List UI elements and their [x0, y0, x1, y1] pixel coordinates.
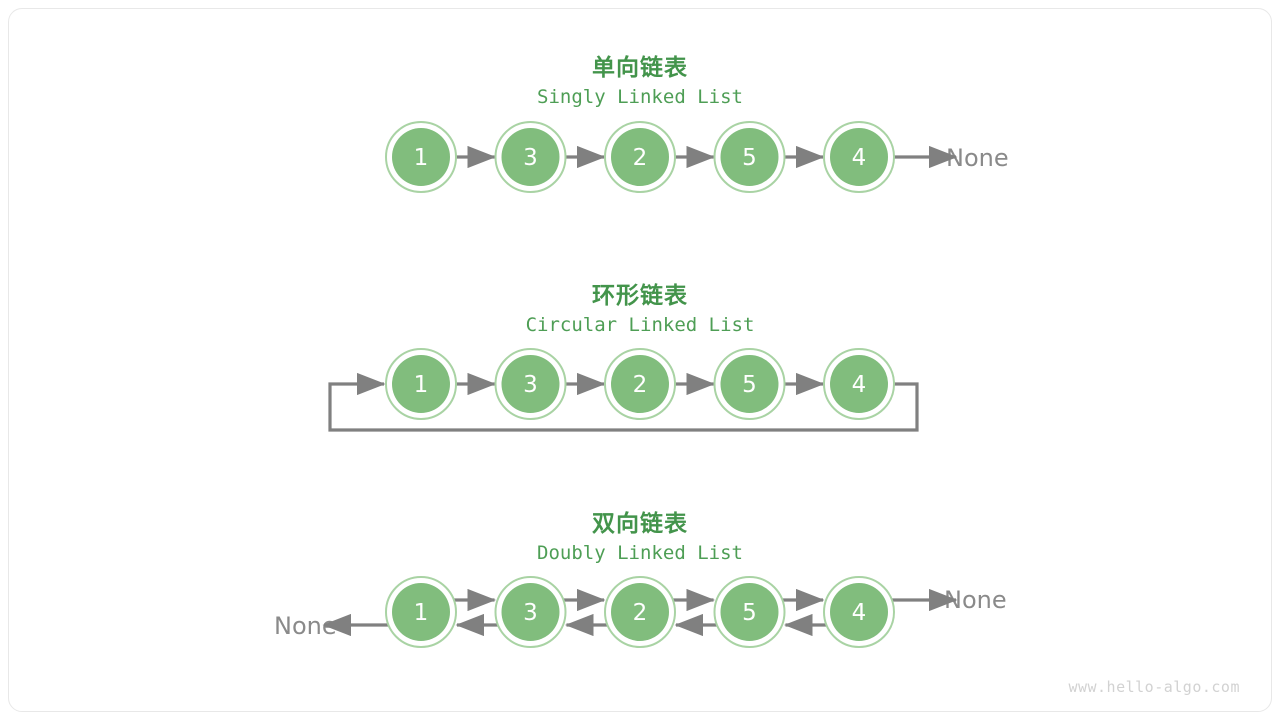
node-value: 3 — [523, 372, 538, 398]
doubly-node-3: 5 — [713, 576, 786, 648]
node-disc — [611, 355, 669, 413]
node-disc — [501, 128, 560, 186]
node-disc — [501, 355, 560, 413]
singly-node-3: 5 — [713, 121, 786, 193]
circular-node-1: 3 — [494, 348, 567, 420]
doubly-node-1: 3 — [494, 576, 567, 648]
singly-node-4: 4 — [823, 121, 895, 193]
node-disc — [830, 355, 888, 413]
node-value: 5 — [742, 372, 757, 398]
node-disc — [392, 355, 450, 413]
circular-title-en: Circular Linked List — [525, 314, 755, 336]
node-value: 4 — [852, 600, 867, 626]
node-value: 4 — [852, 372, 867, 398]
singly-title-en: Singly Linked List — [537, 86, 743, 108]
node-disc — [720, 583, 779, 641]
watermark: www.hello-algo.com — [1068, 678, 1240, 696]
node-disc — [392, 583, 450, 641]
node-value: 1 — [414, 145, 429, 171]
doubly-title-en: Doubly Linked List — [537, 542, 743, 564]
node-value: 1 — [414, 372, 429, 398]
circular-node-4: 4 — [823, 348, 895, 420]
doubly-node-4: 4 — [823, 576, 895, 648]
doubly-title-cn: 双向链表 — [592, 511, 688, 537]
singly-node-2: 2 — [604, 121, 676, 193]
circular-node-3: 5 — [713, 348, 786, 420]
doubly-node-0: 1 — [385, 576, 457, 648]
node-disc — [611, 128, 669, 186]
node-value: 2 — [633, 145, 648, 171]
node-value: 5 — [742, 145, 757, 171]
singly-node-1: 3 — [494, 121, 567, 193]
node-value: 5 — [742, 600, 757, 626]
circular-loopback-arrow — [328, 372, 919, 432]
node-disc — [720, 355, 779, 413]
node-value: 4 — [852, 145, 867, 171]
node-value: 2 — [633, 372, 648, 398]
node-disc — [830, 128, 888, 186]
circular-title-cn: 环形链表 — [592, 283, 688, 309]
node-disc — [392, 128, 450, 186]
node-disc — [501, 583, 560, 641]
node-disc — [611, 583, 669, 641]
node-value: 3 — [523, 600, 538, 626]
node-disc — [720, 128, 779, 186]
circular-node-0: 1 — [385, 348, 457, 420]
node-value: 2 — [633, 600, 648, 626]
node-disc — [830, 583, 888, 641]
doubly-node-2: 2 — [604, 576, 676, 648]
singly-title-cn: 单向链表 — [592, 55, 688, 81]
node-value: 3 — [523, 145, 538, 171]
circular-node-2: 2 — [604, 348, 676, 420]
node-value: 1 — [414, 600, 429, 626]
singly-node-0: 1 — [385, 121, 457, 193]
